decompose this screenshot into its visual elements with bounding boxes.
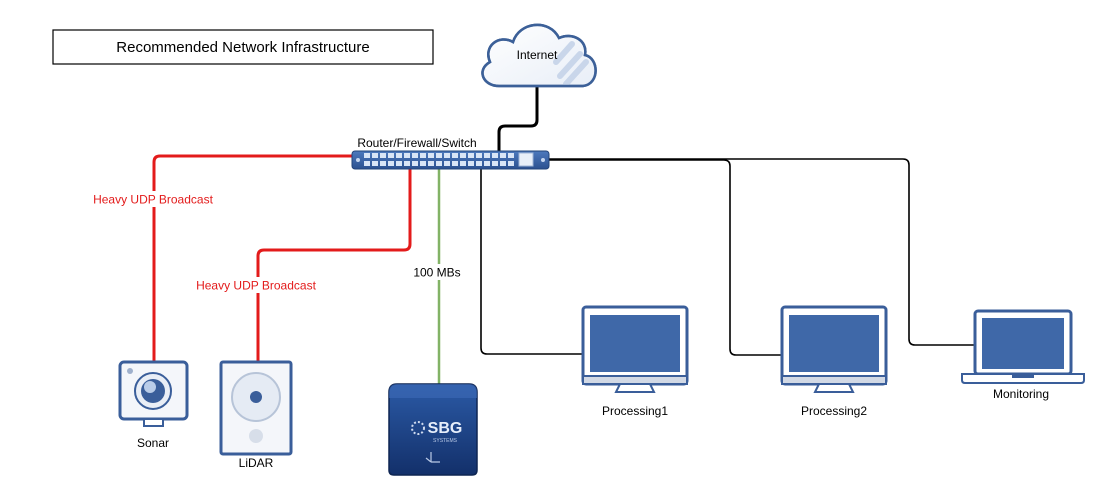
lidar-link-label: Heavy UDP Broadcast xyxy=(196,279,316,293)
sbg-device-icon: SBG SYSTEMS xyxy=(388,383,478,476)
monitor-icon xyxy=(581,305,689,393)
processing2-link xyxy=(548,159,782,356)
processing2-label: Processing2 xyxy=(801,404,867,418)
speaker-icon xyxy=(219,360,293,456)
monitor-icon xyxy=(780,305,888,393)
sbg-device[interactable]: SBG SYSTEMS xyxy=(388,383,478,476)
sbg-logo-subtext: SYSTEMS xyxy=(433,438,458,444)
lidar-link xyxy=(256,168,412,362)
connections xyxy=(152,86,539,384)
processing1-label: Processing1 xyxy=(602,404,668,418)
computer-connections xyxy=(480,158,975,356)
internet-link xyxy=(497,86,539,152)
lidar-device[interactable]: LiDAR xyxy=(219,360,293,470)
camera-icon xyxy=(118,360,189,427)
processing1-link xyxy=(480,168,583,355)
sonar-device[interactable]: Sonar xyxy=(118,360,189,450)
processing1-computer[interactable]: Processing1 xyxy=(581,305,689,418)
sbg-logo-text: SBG xyxy=(428,420,463,437)
router-label: Router/Firewall/Switch xyxy=(357,136,476,150)
title-box: Recommended Network Infrastructure xyxy=(52,29,434,65)
internet-cloud[interactable]: Internet xyxy=(481,23,597,88)
diagram-title: Recommended Network Infrastructure xyxy=(116,39,369,56)
laptop-icon xyxy=(961,309,1085,384)
sonar-link xyxy=(152,154,354,362)
monitoring-link xyxy=(548,158,975,346)
sbg-link-label: 100 MBs xyxy=(413,266,460,280)
monitoring-laptop[interactable]: Monitoring xyxy=(961,309,1085,401)
router-switch[interactable]: Router/Firewall/Switch xyxy=(351,136,550,170)
sonar-link-label: Heavy UDP Broadcast xyxy=(93,193,213,207)
processing2-computer[interactable]: Processing2 xyxy=(780,305,888,418)
monitoring-label: Monitoring xyxy=(993,387,1049,401)
lidar-label: LiDAR xyxy=(239,456,274,470)
cloud-icon xyxy=(481,23,597,88)
sonar-label: Sonar xyxy=(137,436,169,450)
switch-icon xyxy=(351,150,550,170)
internet-label: Internet xyxy=(517,48,558,62)
